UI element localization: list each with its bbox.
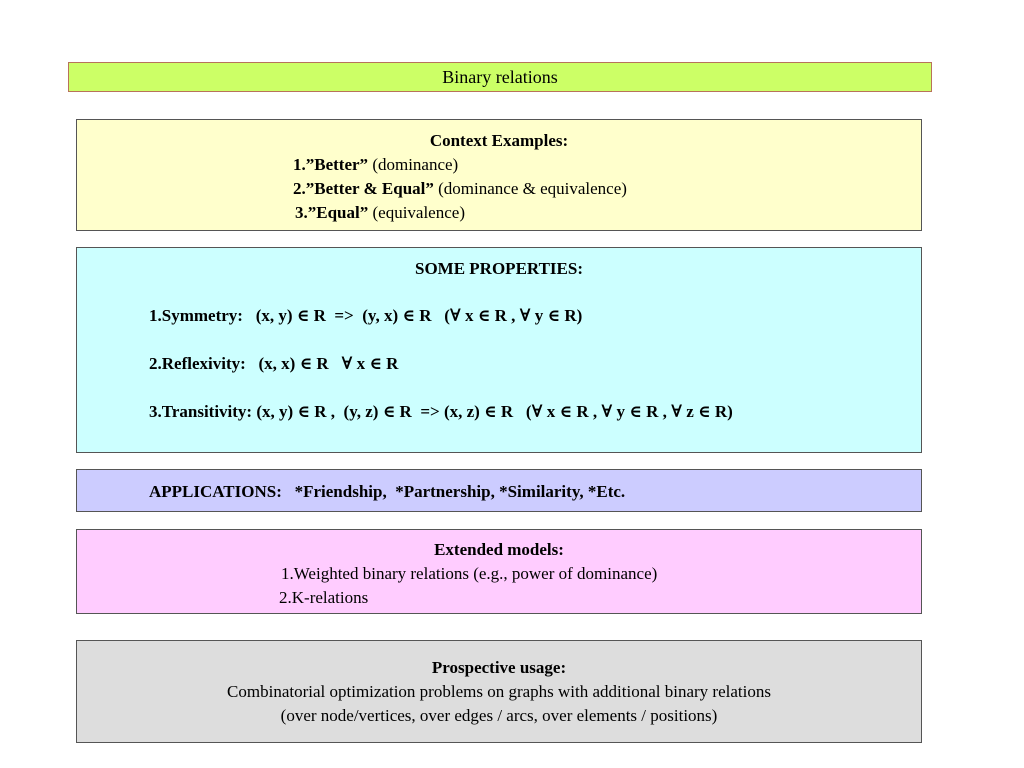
context-examples-box: Context Examples: 1.”Better” (dominance)…	[76, 119, 922, 231]
property-symmetry: 1.Symmetry: (x, y) ∈ R => (y, x) ∈ R (∀ …	[149, 306, 583, 325]
context-item-desc: (equivalence)	[368, 203, 465, 222]
properties-heading: SOME PROPERTIES:	[414, 259, 583, 278]
property-reflexivity: 2.Reflexivity: (x, x) ∈ R ∀ x ∈ R	[149, 354, 399, 373]
extended-models-box: Extended models: 1.Weighted binary relat…	[76, 529, 922, 614]
applications-box: APPLICATIONS: *Friendship, *Partnership,…	[76, 469, 922, 512]
context-item-term: 1.”Better”	[293, 155, 369, 174]
prospective-line: Combinatorial optimization problems on g…	[227, 682, 771, 701]
prospective-usage-box: Prospective usage: Combinatorial optimiz…	[76, 640, 922, 743]
properties-box: SOME PROPERTIES: 1.Symmetry: (x, y) ∈ R …	[76, 247, 922, 453]
context-item-better-equal: 2.”Better & Equal” (dominance & equivale…	[293, 179, 627, 199]
property-transitivity: 3.Transitivity: (x, y) ∈ R , (y, z) ∈ R …	[149, 402, 733, 421]
extended-item: 1.Weighted binary relations (e.g., power…	[281, 564, 658, 583]
context-heading: Context Examples:	[429, 131, 569, 150]
applications-text: APPLICATIONS: *Friendship, *Partnership,…	[149, 482, 626, 501]
context-item-equal: 3.”Equal” (equivalence)	[295, 203, 465, 223]
prospective-heading: Prospective usage:	[431, 658, 567, 677]
extended-item: 2.K-relations	[279, 588, 369, 607]
slide-title-box: Binary relations	[68, 62, 932, 92]
context-item-desc: (dominance & equivalence)	[433, 179, 627, 198]
context-item-better: 1.”Better” (dominance)	[293, 155, 458, 175]
extended-heading: Extended models:	[434, 540, 564, 559]
context-item-term: 3.”Equal”	[295, 203, 369, 222]
context-item-desc: (dominance)	[368, 155, 459, 174]
prospective-line: (over node/vertices, over edges / arcs, …	[280, 706, 718, 725]
slide-title: Binary relations	[442, 67, 558, 87]
context-item-term: 2.”Better & Equal”	[293, 179, 434, 198]
